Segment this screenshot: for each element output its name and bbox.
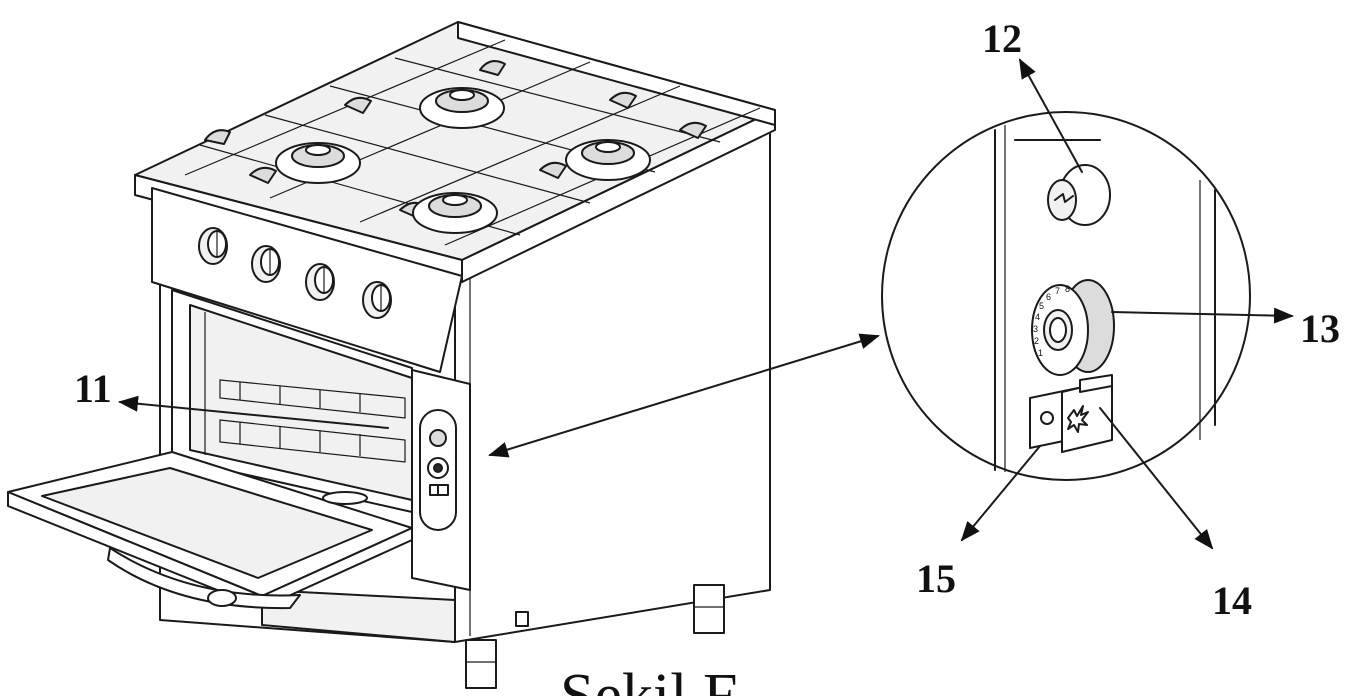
oven-rack-2	[219, 419, 406, 463]
lamp-icon	[1054, 193, 1074, 203]
svg-text:3: 3	[1033, 324, 1038, 334]
svg-text:5: 5	[1039, 301, 1044, 311]
svg-text:6: 6	[1046, 292, 1051, 302]
burner-front-left	[275, 142, 361, 184]
callout-12: 12	[982, 16, 1022, 61]
burner-center	[412, 192, 498, 234]
svg-text:4: 4	[1035, 312, 1040, 322]
spark-icon	[1067, 405, 1089, 433]
svg-text:7: 7	[1055, 286, 1060, 296]
callout-11: 11	[74, 366, 112, 411]
burner-front-right	[565, 139, 651, 181]
burner-rear-left	[419, 87, 505, 129]
control-knob-4	[362, 281, 392, 319]
control-knob-3	[305, 263, 335, 301]
oven-cavity	[171, 289, 471, 591]
callout-13: 13	[1300, 306, 1340, 351]
cooktop	[134, 21, 776, 283]
leg-rear-small	[515, 611, 529, 627]
callout-14: 14	[1212, 578, 1252, 623]
igniter-button	[1061, 374, 1113, 453]
oven-door	[7, 451, 413, 610]
control-knob-2	[251, 245, 281, 283]
figure-caption: Şekil F	[560, 662, 737, 696]
leg-front	[465, 639, 497, 689]
thermostat-scale: 1 2 3 4 5 6 7 8	[1033, 284, 1070, 358]
control-knob-1	[198, 227, 228, 265]
svg-text:8: 8	[1065, 284, 1070, 294]
leg-rear-right	[693, 584, 725, 634]
svg-text:2: 2	[1034, 336, 1039, 346]
oven-control-bezel	[419, 409, 457, 531]
lamp-indicator	[1047, 164, 1111, 226]
thermostat-knob: 1 2 3 4 5 6 7 8	[1031, 279, 1115, 376]
leader-lines	[118, 58, 1294, 550]
oven-rack-1	[219, 379, 406, 419]
callout-15: 15	[916, 556, 956, 601]
svg-text:1: 1	[1038, 348, 1043, 358]
